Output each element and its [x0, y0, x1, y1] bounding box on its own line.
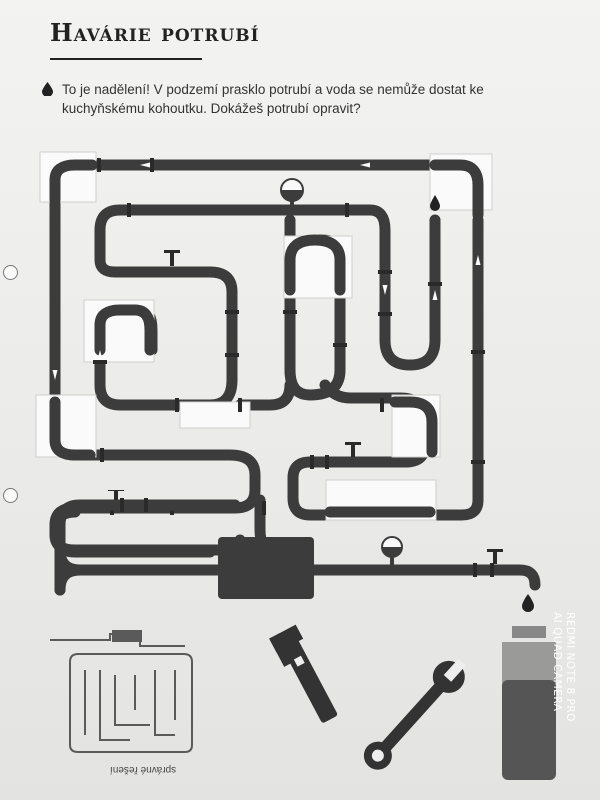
patched-pipes — [49, 159, 484, 518]
pipe-joints — [120, 498, 494, 577]
flow-arrows — [52, 162, 481, 380]
tools-area — [50, 624, 556, 780]
tap-icon — [108, 490, 503, 564]
water-tank — [218, 537, 314, 599]
punch-hole — [3, 265, 18, 280]
water-drop-icon — [42, 82, 53, 96]
watermark-line: REDMI NOTE 8 PRO — [564, 612, 576, 722]
patch-piece — [35, 394, 97, 458]
pipe-maze — [35, 151, 493, 596]
page-title: Havárie potrubí — [50, 18, 260, 47]
camera-watermark: REDMI NOTE 8 PRO AI QUAD CAMERA — [551, 612, 576, 772]
water-jar-icon — [502, 626, 556, 780]
water-drop-icon — [522, 594, 534, 612]
solution-map — [50, 633, 193, 753]
solution-label: správné řešení — [110, 764, 177, 775]
supply-pipe — [54, 499, 541, 591]
title-underline — [50, 58, 202, 60]
open-end-wrench-icon — [363, 658, 466, 770]
pressure-gauge-icon — [280, 178, 304, 208]
punch-hole — [3, 488, 18, 503]
solution-tank — [112, 630, 142, 642]
watermark-line: AI QUAD CAMERA — [551, 612, 563, 712]
water-drop-icon — [430, 195, 440, 211]
pressure-gauge-icon — [381, 536, 403, 568]
pipe-wrench-icon — [269, 624, 338, 723]
tap-icon — [164, 250, 361, 457]
supply-line-area — [54, 490, 541, 612]
instruction-text: To je nadělení! V podzemí prasklo potrub… — [62, 82, 484, 116]
